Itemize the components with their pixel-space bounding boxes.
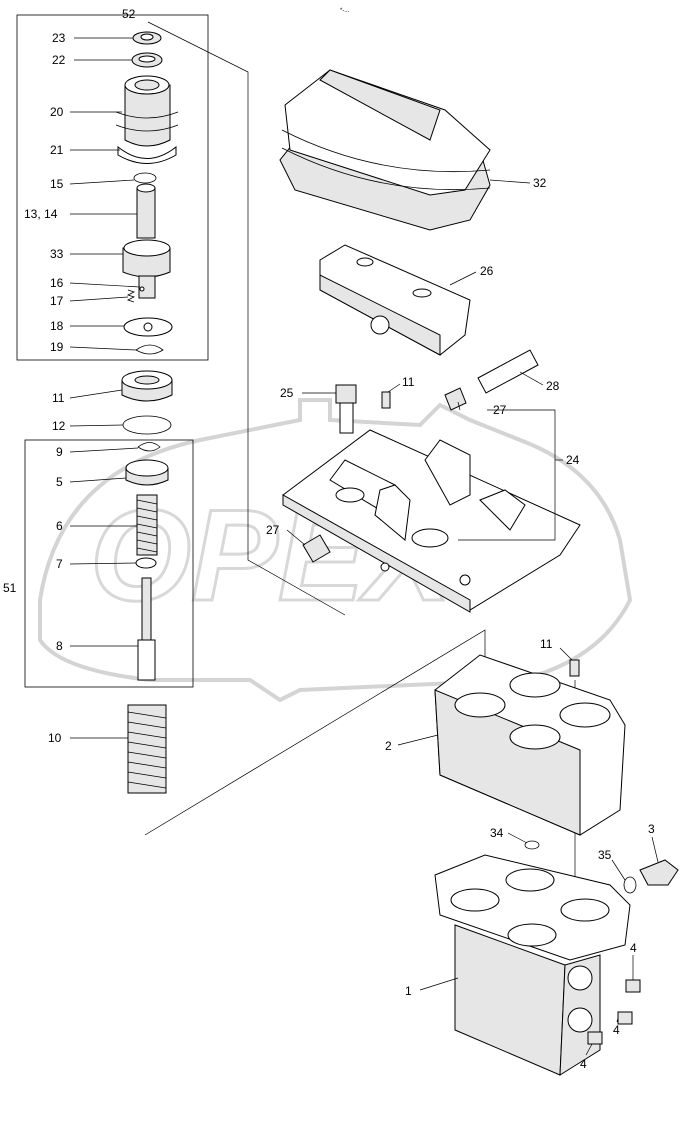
part-4-plug-b <box>617 1011 633 1025</box>
callout-11-lower: 11 <box>540 637 553 651</box>
part-24-plate-assembly <box>282 429 581 613</box>
part-3-plug <box>639 859 679 886</box>
callout-22: 22 <box>52 53 66 67</box>
callout-35: 35 <box>598 848 612 862</box>
callout-23: 23 <box>52 31 66 45</box>
callout-33: 33 <box>50 247 64 261</box>
callout-34: 34 <box>490 826 504 840</box>
corner-mark: *-... <box>340 8 350 14</box>
callout-16: 16 <box>50 276 64 290</box>
callout-3: 3 <box>648 822 655 836</box>
leader-lines <box>69 37 659 1056</box>
group-box-52 <box>16 14 209 361</box>
callout-4-c: 4 <box>580 1057 587 1071</box>
callout-11-left: 11 <box>52 391 65 405</box>
part-17 <box>126 289 136 303</box>
callout-13-14: 13, 14 <box>24 207 58 221</box>
callout-labels: 52 23 22 20 21 15 13, 14 33 16 17 18 19 … <box>3 7 655 1071</box>
part-26-cam-plate <box>319 244 471 356</box>
callout-25: 25 <box>280 386 294 400</box>
part-34-o-ring <box>524 840 540 850</box>
part-35-o-ring <box>623 876 637 894</box>
part-6 <box>136 494 158 556</box>
callout-18: 18 <box>50 319 64 333</box>
part-11-set-screw-lower <box>569 659 580 677</box>
callout-4-a: 4 <box>630 941 637 955</box>
callout-5: 5 <box>56 475 63 489</box>
callout-51: 51 <box>3 581 17 595</box>
callout-9: 9 <box>56 445 63 459</box>
part-4-plug-c <box>587 1031 603 1045</box>
left-column-parts <box>115 31 179 794</box>
callout-52: 52 <box>122 7 136 21</box>
part-15 <box>133 172 157 184</box>
part-28-pin <box>477 349 539 394</box>
callout-19: 19 <box>50 340 64 354</box>
callout-4-b: 4 <box>613 1023 620 1037</box>
part-13-14 <box>136 187 156 239</box>
callout-27-lower: 27 <box>266 523 280 537</box>
callout-27-upper: 27 <box>493 403 507 417</box>
part-16 <box>139 286 145 292</box>
part-21 <box>117 145 177 164</box>
callout-20: 20 <box>50 105 64 119</box>
callout-1: 1 <box>405 984 412 998</box>
callout-28: 28 <box>546 379 560 393</box>
callout-2: 2 <box>385 739 392 753</box>
callout-21: 21 <box>50 143 64 157</box>
part-19 <box>135 344 164 355</box>
callout-6: 6 <box>56 519 63 533</box>
part-11-set-screw <box>381 391 391 409</box>
part-9 <box>137 442 161 452</box>
callout-26: 26 <box>480 264 494 278</box>
part-7 <box>135 557 157 569</box>
part-27-bushing-lower <box>302 534 331 563</box>
part-2-upper-housing <box>434 654 626 836</box>
callout-15: 15 <box>50 177 64 191</box>
part-27-bushing-upper <box>444 387 467 411</box>
part-12 <box>122 415 172 435</box>
callout-32: 32 <box>533 176 547 190</box>
part-20 <box>124 84 171 147</box>
part-25-bolt <box>335 384 357 434</box>
group-box-51 <box>24 439 194 688</box>
callout-11-upper: 11 <box>402 375 415 389</box>
callout-8: 8 <box>56 639 63 653</box>
callout-17: 17 <box>50 294 64 308</box>
callout-24: 24 <box>566 453 580 467</box>
part-4-plug-a <box>625 979 641 993</box>
part-32-boot <box>279 69 491 231</box>
part-1-lower-housing <box>434 854 631 1076</box>
callout-7: 7 <box>56 557 63 571</box>
callout-12: 12 <box>52 419 66 433</box>
callout-10: 10 <box>48 731 62 745</box>
part-10 <box>127 704 167 794</box>
